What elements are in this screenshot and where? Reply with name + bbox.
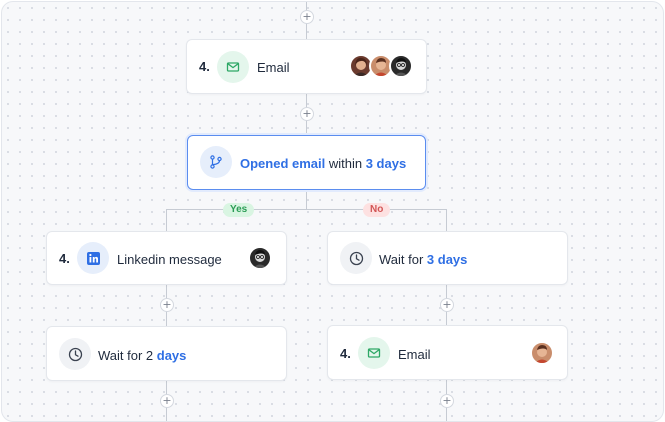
wait-label: Wait for 2 days bbox=[98, 348, 186, 363]
avatar bbox=[530, 341, 554, 365]
condition-duration: 3 days bbox=[365, 156, 407, 171]
wait-step-card[interactable]: Wait for 3 days bbox=[327, 231, 568, 285]
branch-no-badge: No bbox=[363, 203, 391, 217]
wait-prefix: Wait for 2 bbox=[98, 348, 157, 363]
mail-icon bbox=[217, 51, 249, 83]
condition-step-card[interactable]: Opened email within 3 days bbox=[187, 135, 426, 190]
step-label: Linkedin message bbox=[117, 252, 222, 267]
wait-prefix: Wait for bbox=[379, 252, 427, 267]
linkedin-icon bbox=[77, 242, 109, 274]
step-label: Email bbox=[257, 60, 290, 75]
wait-label: Wait for 3 days bbox=[379, 252, 467, 267]
email-step-card[interactable]: 4. Email bbox=[327, 325, 568, 380]
wait-duration: days bbox=[156, 348, 187, 363]
connector-line bbox=[306, 190, 307, 210]
wait-step-card[interactable]: Wait for 2 days bbox=[46, 326, 287, 381]
condition-label: Opened email within 3 days bbox=[240, 156, 406, 171]
email-step-card[interactable]: 4. Email bbox=[186, 39, 427, 94]
avatar bbox=[389, 54, 413, 78]
add-step-button[interactable]: + bbox=[300, 107, 314, 121]
clock-icon bbox=[59, 338, 91, 370]
step-number: 4. bbox=[59, 251, 70, 266]
clock-icon bbox=[340, 242, 372, 274]
add-step-button[interactable]: + bbox=[440, 394, 454, 408]
branch-icon bbox=[200, 146, 232, 178]
add-step-button[interactable]: + bbox=[300, 10, 314, 24]
condition-connector-text: within bbox=[325, 156, 366, 171]
avatar bbox=[248, 246, 272, 270]
connector-line bbox=[166, 209, 167, 231]
add-step-button[interactable]: + bbox=[160, 394, 174, 408]
branch-yes-badge: Yes bbox=[223, 203, 255, 217]
connector-line bbox=[446, 209, 447, 231]
add-step-button[interactable]: + bbox=[440, 298, 454, 312]
linkedin-step-card[interactable]: 4. Linkedin message bbox=[46, 231, 287, 285]
wait-duration: 3 days bbox=[426, 252, 468, 267]
condition-event: Opened email bbox=[240, 156, 326, 171]
connector-line bbox=[166, 209, 447, 210]
mail-icon bbox=[358, 337, 390, 369]
step-label: Email bbox=[398, 347, 431, 362]
step-number: 4. bbox=[199, 59, 210, 74]
add-step-button[interactable]: + bbox=[160, 298, 174, 312]
step-number: 4. bbox=[340, 346, 351, 361]
avatar bbox=[369, 54, 393, 78]
avatar bbox=[349, 54, 373, 78]
